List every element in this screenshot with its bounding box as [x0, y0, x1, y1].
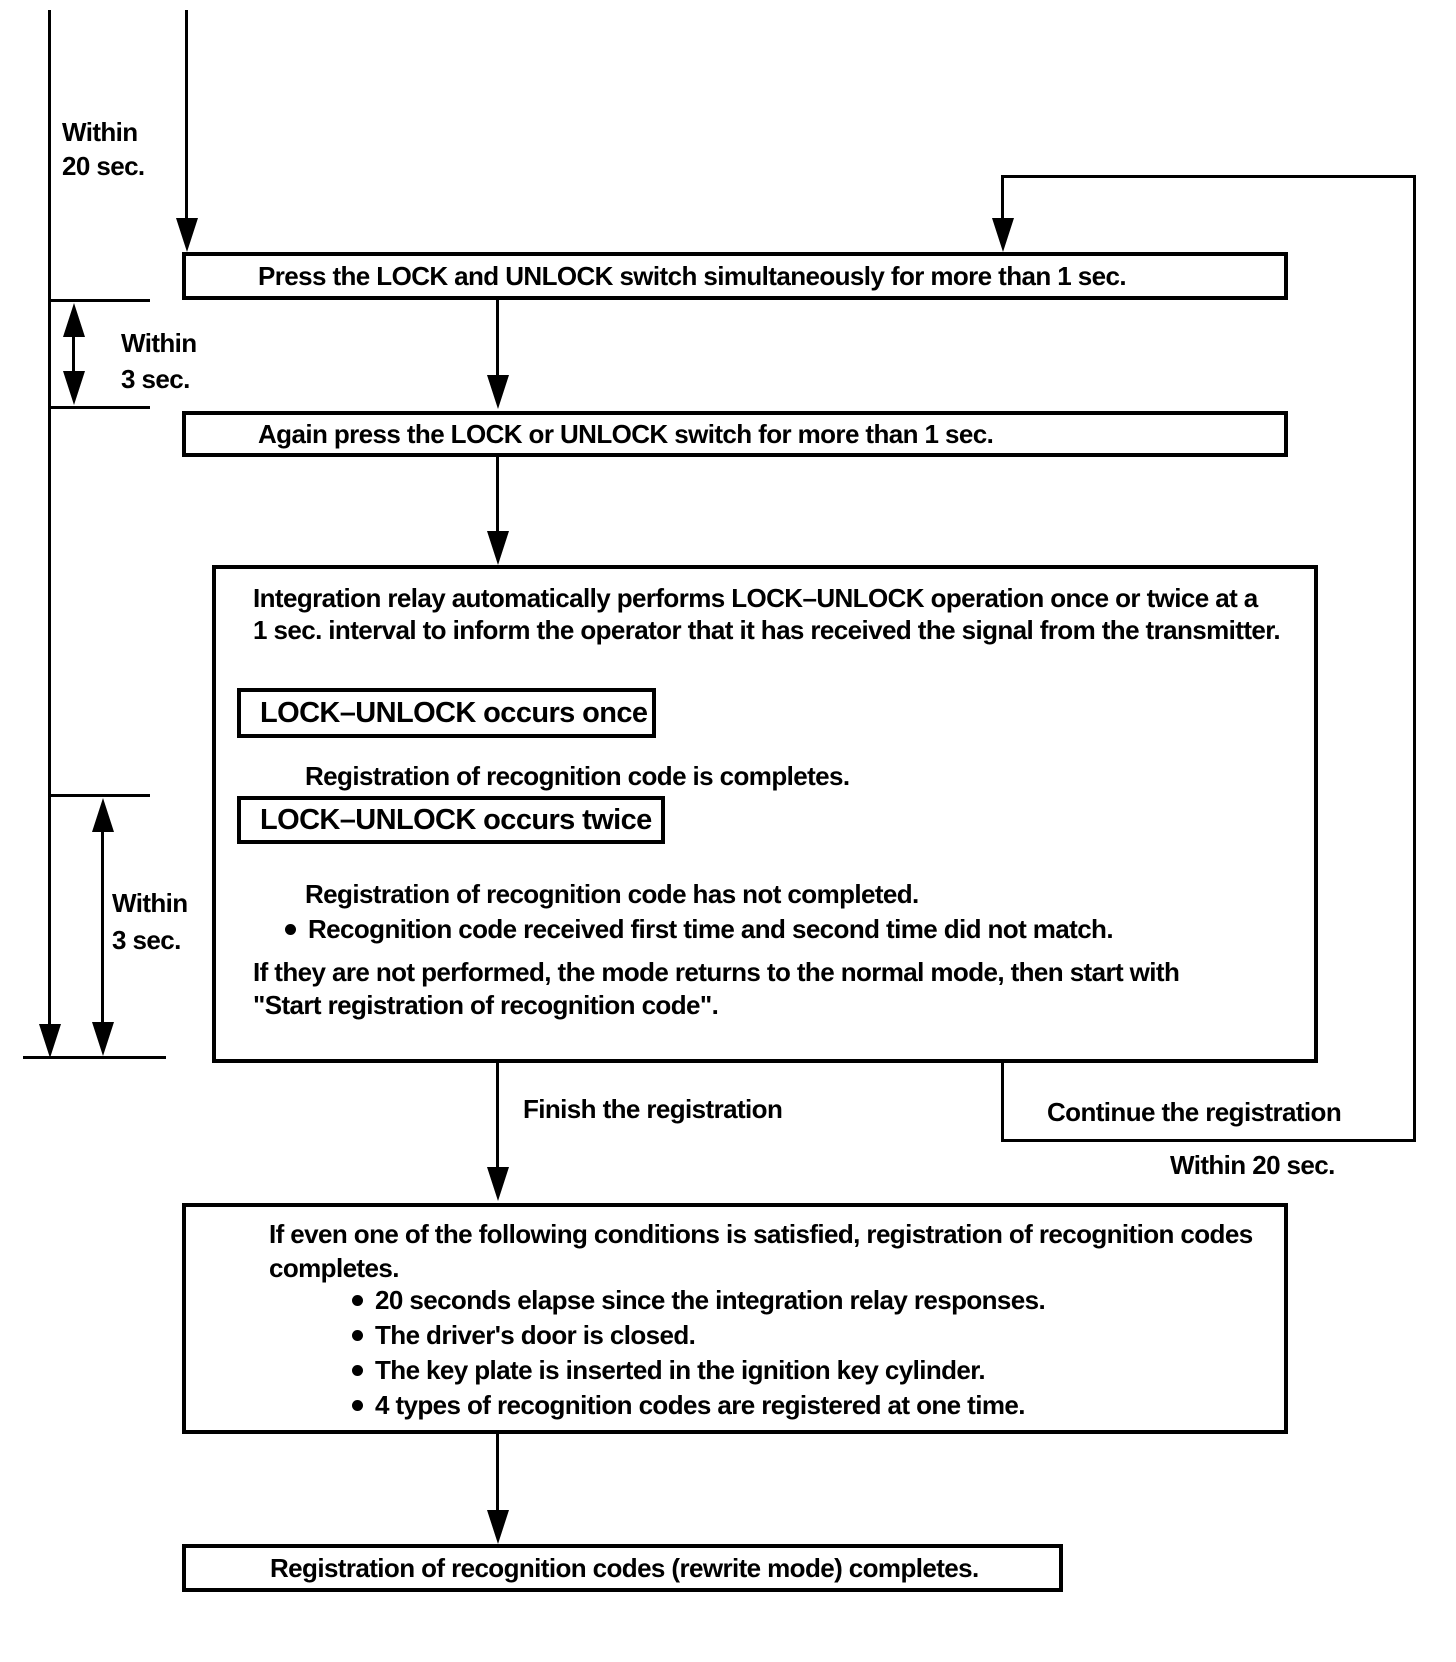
bullet-icon	[352, 1364, 363, 1376]
conditions-line2: completes.	[269, 1253, 399, 1283]
conditions-line1: If even one of the following conditions …	[269, 1219, 1253, 1249]
subbox-lock-unlock-once-text: LOCK–UNLOCK occurs once	[260, 696, 648, 729]
within-3-sec-lower-label: Within 3 sec.	[112, 885, 188, 959]
process-box-again-press-text: Again press the LOCK or UNLOCK switch fo…	[258, 418, 994, 449]
bullet-icon	[285, 923, 296, 935]
left-timeline-rail	[48, 10, 51, 1024]
condition-item: 4 types of recognition codes are registe…	[352, 1388, 1045, 1423]
within-3-sec-upper-arrowhead-down-icon	[63, 371, 85, 405]
within-3-sec-upper-line1: Within	[121, 328, 197, 358]
within-3-sec-upper-label: Within 3 sec.	[121, 325, 197, 397]
within-3-sec-upper-line2: 3 sec.	[121, 364, 190, 394]
within-20-sec-top-label: Within 20 sec.	[62, 115, 145, 183]
subbox-lock-unlock-once: LOCK–UNLOCK occurs once	[237, 688, 656, 738]
within-3-sec-upper-arrow-line	[72, 330, 75, 378]
bullet-icon	[352, 1399, 363, 1411]
subbox-lock-unlock-twice-text: LOCK–UNLOCK occurs twice	[260, 803, 652, 836]
within-20-sec-top-line2: 20 sec.	[62, 151, 145, 181]
feedback-loop-bottom-rail	[1001, 1139, 1415, 1142]
timeline-base-line	[23, 1056, 166, 1059]
feedback-loop-arrowhead-down-icon	[992, 218, 1014, 252]
arrow-conditions-complete-line	[496, 1434, 499, 1512]
entry-arrow-line	[185, 10, 188, 220]
feedback-loop-right-rail	[1413, 175, 1416, 1142]
process-box-integration-relay: Integration relay automatically performs…	[212, 565, 1318, 1063]
occurs-once-result-text: Registration of recognition code is comp…	[305, 761, 850, 791]
condition-item-text: The key plate is inserted in the ignitio…	[375, 1355, 986, 1385]
process-box-press-lock-unlock: Press the LOCK and UNLOCK switch simulta…	[182, 252, 1288, 300]
tick-box2-top	[48, 406, 150, 409]
integration-footer-line1: If they are not performed, the mode retu…	[253, 957, 1180, 987]
within-3-sec-upper-arrowhead-up-icon	[63, 303, 85, 337]
condition-item-text: 4 types of recognition codes are registe…	[375, 1390, 1025, 1420]
feedback-loop-top-rail	[1001, 175, 1416, 178]
entry-arrowhead-down-icon	[176, 218, 198, 252]
finish-registration-label: Finish the registration	[523, 1094, 783, 1124]
arrow-box2-bigbox-head-icon	[487, 531, 509, 565]
integration-para-line1: Integration relay automatically performs…	[253, 583, 1258, 613]
feedback-loop-entry-line	[1001, 175, 1004, 220]
arrow-bigbox-conditions-head-icon	[487, 1167, 509, 1201]
within-3-sec-lower-line2: 3 sec.	[112, 925, 181, 955]
occurs-twice-bullet-row: Recognition code received first time and…	[285, 912, 1114, 946]
integration-para-line2: 1 sec. interval to inform the operator t…	[253, 615, 1281, 645]
process-box-again-press: Again press the LOCK or UNLOCK switch fo…	[182, 411, 1288, 457]
condition-item: The driver's door is closed.	[352, 1318, 1045, 1353]
condition-item-text: 20 seconds elapse since the integration …	[375, 1285, 1046, 1315]
tick-lower-top	[50, 794, 150, 797]
integration-footer-line2: "Start registration of recognition code"…	[253, 990, 719, 1020]
within-3-sec-lower-arrowhead-down-icon	[92, 1022, 114, 1056]
within-3-sec-lower-arrowhead-up-icon	[92, 798, 114, 832]
occurs-twice-result-text: Registration of recognition code has not…	[305, 879, 919, 909]
condition-item-text: The driver's door is closed.	[375, 1320, 696, 1350]
arrow-bigbox-conditions-line	[496, 1063, 499, 1169]
occurs-twice-bullet-text: Recognition code received first time and…	[308, 914, 1114, 944]
condition-item: 20 seconds elapse since the integration …	[352, 1283, 1046, 1318]
arrow-box2-bigbox-line	[496, 457, 499, 533]
process-box-complete-text: Registration of recognition codes (rewri…	[270, 1552, 979, 1583]
process-box-conditions: If even one of the following conditions …	[182, 1203, 1288, 1434]
arrow-conditions-complete-head-icon	[487, 1510, 509, 1544]
within-20-sec-loop-label: Within 20 sec.	[1170, 1150, 1335, 1180]
subbox-lock-unlock-twice: LOCK–UNLOCK occurs twice	[237, 796, 665, 844]
bullet-icon	[352, 1329, 363, 1341]
within-20-sec-top-line1: Within	[62, 117, 138, 147]
feedback-loop-drop-line	[1001, 1063, 1004, 1141]
continue-registration-label: Continue the registration	[1047, 1097, 1342, 1127]
bullet-icon	[352, 1294, 363, 1306]
within-3-sec-lower-line1: Within	[112, 888, 188, 918]
process-box-press-lock-unlock-text: Press the LOCK and UNLOCK switch simulta…	[258, 260, 1127, 291]
within-3-sec-lower-arrow-line	[101, 824, 104, 1026]
arrow-box1-box2-line	[496, 300, 499, 378]
left-timeline-arrowhead-down-icon	[39, 1024, 61, 1058]
condition-item: The key plate is inserted in the ignitio…	[352, 1353, 1045, 1388]
process-box-complete: Registration of recognition codes (rewri…	[182, 1544, 1063, 1592]
arrow-box1-box2-head-icon	[487, 375, 509, 409]
conditions-bullet-list: 20 seconds elapse since the integration …	[352, 1283, 1046, 1423]
tick-box1-bottom	[48, 299, 150, 302]
